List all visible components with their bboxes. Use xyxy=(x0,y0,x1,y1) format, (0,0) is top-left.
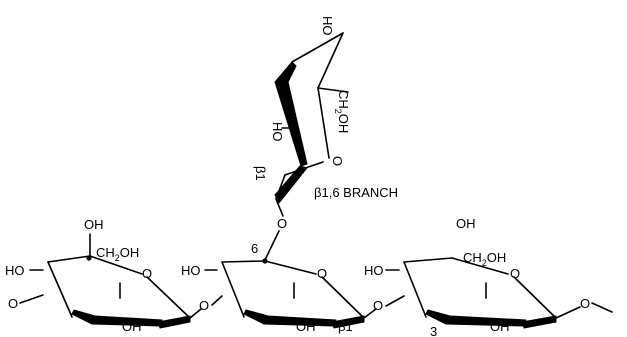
left-terminal-oxygen: O xyxy=(8,296,18,311)
left-ring-bond xyxy=(47,255,91,263)
position-3-label: 3 xyxy=(430,324,437,337)
mid-side-hydroxyl: HO xyxy=(181,263,201,278)
end-terminal-bond xyxy=(591,302,613,313)
mid-anomeric-label: β1 xyxy=(338,319,353,334)
branch-ring-wedge-bottom xyxy=(274,165,308,204)
right-terminal-bond xyxy=(555,306,581,319)
mid-ring-wedge-right xyxy=(331,315,365,329)
left-top-hydroxyl: OH xyxy=(84,217,104,232)
branch-top-hydroxyl: HO xyxy=(320,16,335,36)
branch-ring-wedge-left xyxy=(274,61,308,167)
right-ring-wedge-right xyxy=(521,315,557,329)
branch-link-bond xyxy=(275,198,284,217)
right-top-hydroxyl: OH xyxy=(456,216,476,231)
linkage-oxygen-end: O xyxy=(580,296,590,311)
branch-ring-bond xyxy=(317,87,330,159)
glycosidic-oxygen-16: O xyxy=(277,216,287,231)
residue-right: OH CH2OH HO O OH 3 xyxy=(364,216,581,337)
left-terminal-bond xyxy=(19,294,44,304)
linkage-oxygen-1: O xyxy=(199,298,209,313)
residue-middle: HO O OH β1 xyxy=(181,260,365,334)
branch-ch2oh-bond xyxy=(317,87,349,93)
mid-ring-wedge-bottom xyxy=(243,309,337,327)
branch-side-hydroxyl: HO xyxy=(270,122,285,142)
right-ring-bond xyxy=(403,257,453,263)
link-1-bond-b xyxy=(211,295,223,306)
right-ring-oxygen: O xyxy=(510,266,520,281)
right-bottom-hydroxyl: OH xyxy=(490,319,510,334)
mid-ring-bond xyxy=(321,276,365,319)
mid-bottom-hydroxyl: OH xyxy=(296,319,316,334)
mid-ring-bond xyxy=(221,261,245,318)
branch-anomeric-label: β1 xyxy=(253,166,268,181)
branch-label: β1,6 BRANCH xyxy=(314,185,398,200)
branch-ring-bond xyxy=(275,174,286,200)
left-ring-bond xyxy=(146,276,191,319)
branch-hydroxymethyl: CH2OH xyxy=(333,90,351,133)
mid-ring-oxygen: O xyxy=(317,266,327,281)
link-2-bond-b xyxy=(385,295,405,307)
mid-ring-bond xyxy=(221,260,266,263)
left-ring-bond xyxy=(89,255,143,275)
branch-ring-oxygen: O xyxy=(330,156,345,166)
right-ring-bond xyxy=(451,257,509,275)
branch-ring-bond xyxy=(291,32,344,63)
left-hydroxymethyl: CH2OH xyxy=(96,245,139,263)
branch-ring-bond xyxy=(284,161,324,176)
right-hydroxymethyl: CH2OH xyxy=(463,250,506,268)
left-ring-wedge-bottom xyxy=(71,309,163,327)
position-6-label: 6 xyxy=(251,241,258,256)
branch-ring-bond xyxy=(317,32,344,89)
link-2-bond xyxy=(363,308,377,319)
right-ring-wedge-bottom xyxy=(425,309,527,327)
right-side-hydroxyl: HO xyxy=(364,263,384,278)
linkage-oxygen-2: O xyxy=(373,298,383,313)
left-side-hydroxyl: HO xyxy=(5,263,25,278)
left-ring-bond xyxy=(47,261,73,318)
right-ring-bond xyxy=(513,276,557,319)
left-ring-oxygen: O xyxy=(142,266,152,281)
residue-left: O OH CH2OH HO O OH xyxy=(5,217,191,334)
link-16-bond xyxy=(264,230,280,261)
mid-ring-bond xyxy=(264,260,317,275)
branch-sugar: HO HO O CH2OH β1 xyxy=(253,16,351,217)
left-c6-dot xyxy=(86,255,92,261)
left-bottom-hydroxyl: OH xyxy=(122,319,142,334)
left-ring-wedge-right xyxy=(157,315,191,329)
link-1-bond xyxy=(189,308,202,319)
right-ring-bond xyxy=(403,261,427,318)
